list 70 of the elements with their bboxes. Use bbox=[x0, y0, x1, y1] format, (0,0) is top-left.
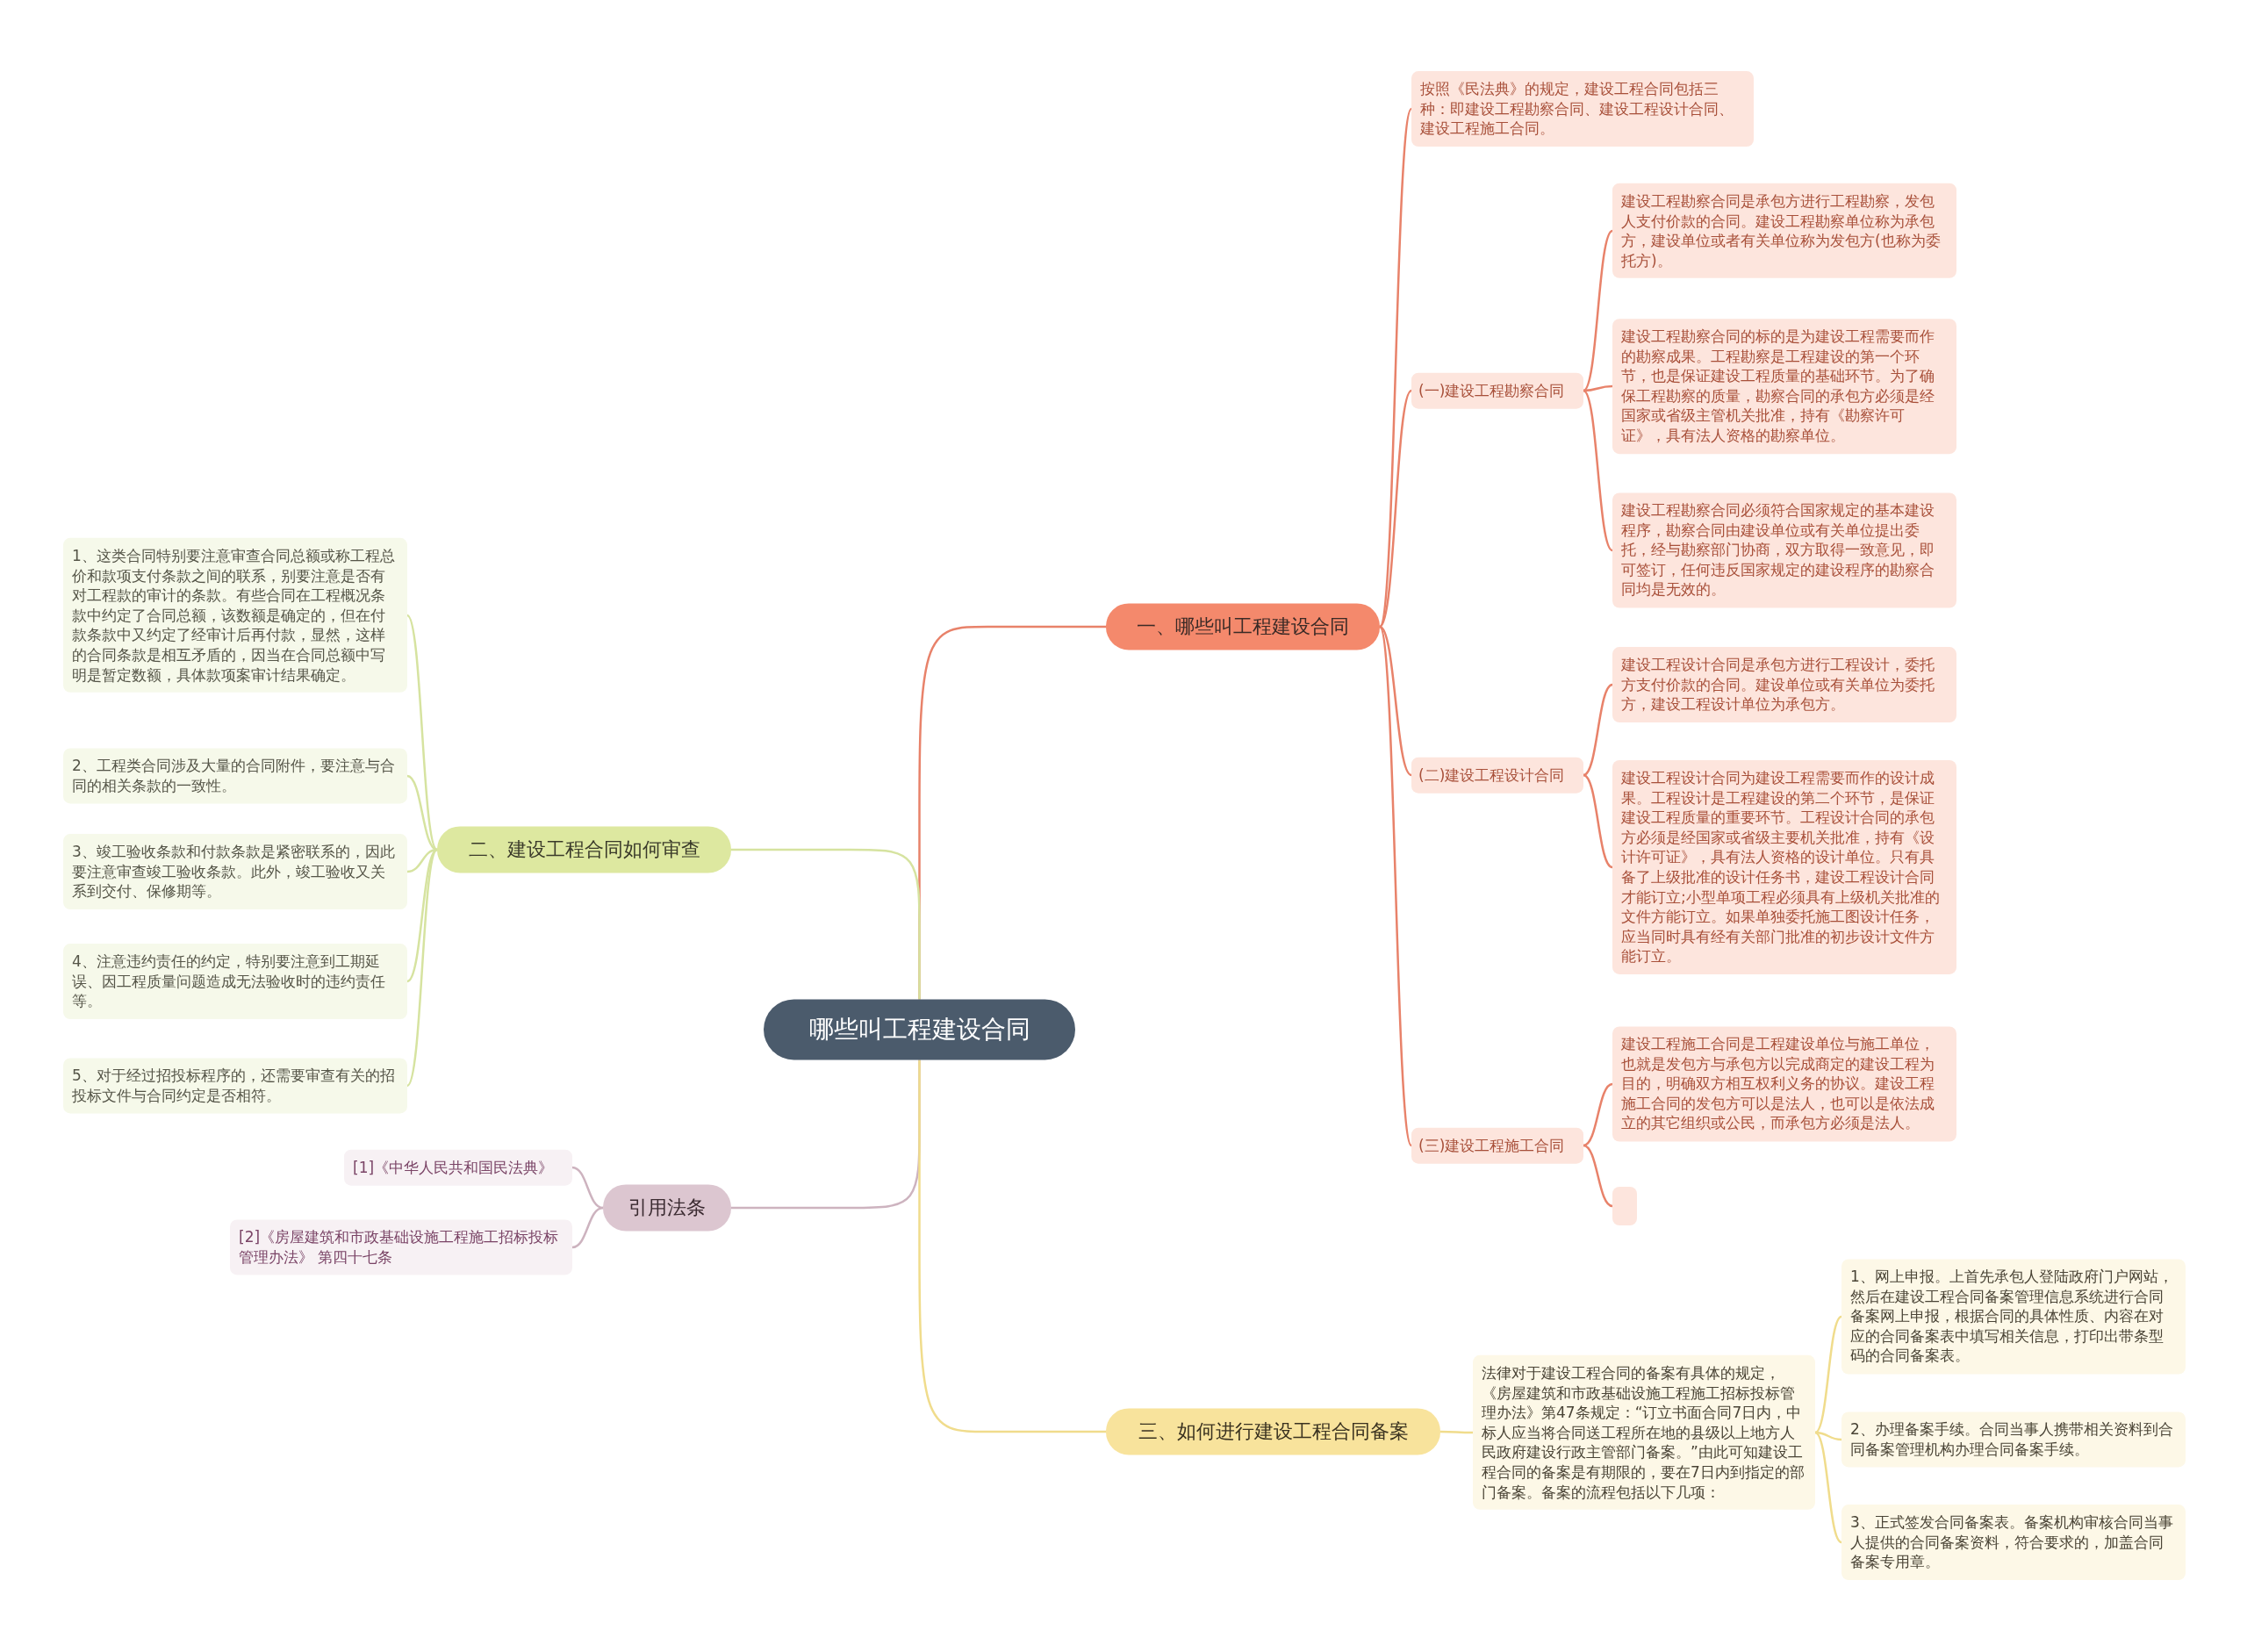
connector bbox=[1583, 683, 1613, 777]
note-text: 建设工程勘察合同的标的是为建设工程需要而作的勘察成果。工程勘察是工程建设的第一个环节，也是保证建设工程质量的基础环节。为了确保工程勘察的质量，勘察合同的承包方必须是经国家或省级主管机关批准，持有《勘察许可证》，具有法人资格的勘察单位。 bbox=[1621, 327, 1935, 446]
box-placeholder bbox=[1612, 1187, 1637, 1225]
reference-card bbox=[230, 1219, 572, 1275]
connector bbox=[1814, 1316, 1842, 1433]
connector bbox=[1583, 384, 1613, 392]
topic-label: 一、哪些叫工程建设合同 bbox=[1136, 614, 1350, 640]
connector bbox=[1378, 108, 1413, 628]
note-text: 建设工程设计合同是承包方进行工程设计，委托方支付价款的合同。建设单位或有关单位为委托方，建设工程设计单位为承包方。 bbox=[1621, 655, 1935, 715]
note-card bbox=[1612, 1026, 1956, 1142]
connector bbox=[1378, 626, 1413, 1146]
note-text: 建设工程勘察合同必须符合国家规定的基本建设程序，勘察合同由建设单位或有关单位提出委托，经与勘察部门协商，双方取得一致意见，即可签订，任何违反国家规定的建设程序的勘察合同均是无效的。 bbox=[1621, 500, 1935, 600]
note-card bbox=[1411, 71, 1754, 147]
branch-topic bbox=[437, 826, 731, 873]
note-text: 5、对于经过招投标程序的，还需要审查有关的招投标文件与合同约定是否相符。 bbox=[72, 1066, 396, 1106]
note-card bbox=[1612, 183, 1956, 279]
connector bbox=[1583, 1144, 1613, 1208]
topic-label: 引用法条 bbox=[628, 1196, 707, 1221]
note-text: 建设工程勘察合同是承包方进行工程勘察，发包人支付价款的合同。建设工程勘察单位称为承包方，建设单位或者有关单位称为发包方(也称为委托方)。 bbox=[1621, 190, 1942, 271]
connector bbox=[1379, 626, 1412, 776]
connector bbox=[1583, 390, 1613, 551]
note-text: 2、办理备案手续。合同当事人携带相关资料到合同备案管理机构办理合同备案手续。 bbox=[1850, 1419, 2174, 1460]
connector bbox=[406, 849, 438, 1087]
topic-label: 二、建设工程合同如何审查 bbox=[467, 837, 701, 863]
note-text: [1]《中华人民共和国民法典》 bbox=[353, 1157, 555, 1178]
note-card bbox=[1612, 319, 1956, 454]
connector bbox=[571, 1206, 604, 1249]
connector bbox=[1583, 773, 1613, 869]
note-text: [2]《房屋建筑和市政基础设施工程施工招标投标管理办法》 第四十七条 bbox=[239, 1227, 560, 1268]
note-card bbox=[1841, 1259, 2186, 1375]
connector bbox=[1583, 1082, 1613, 1147]
connector bbox=[1379, 390, 1412, 628]
topic-label: 三、如何进行建设工程合同备案 bbox=[1137, 1419, 1410, 1445]
branch-topic bbox=[1106, 603, 1380, 650]
note-card bbox=[63, 834, 407, 909]
note-card bbox=[63, 748, 407, 804]
connector bbox=[1583, 230, 1613, 391]
note-card bbox=[1612, 492, 1956, 608]
note-text: 3、竣工验收条款和付款条款是紧密联系的，因此要注意审查竣工验收条款。此外，竣工验收又关系到交付、保修期等。 bbox=[72, 842, 396, 901]
subtopic bbox=[1411, 1127, 1583, 1164]
subtopic bbox=[1411, 757, 1583, 794]
topic-label: (一)建设工程勘察合同 bbox=[1418, 380, 1566, 401]
connector bbox=[731, 848, 921, 1000]
connector bbox=[1814, 1432, 1842, 1543]
connector bbox=[571, 1166, 604, 1210]
topic-label: (二)建设工程设计合同 bbox=[1418, 765, 1566, 786]
connector bbox=[406, 614, 438, 851]
connector bbox=[1440, 1430, 1473, 1434]
note-text: 3、正式签发合同备案表。备案机构审核合同当事人提供的合同备案资料，符合要求的，加盖合同备案专用章。 bbox=[1850, 1512, 2174, 1572]
note-card bbox=[1612, 647, 1956, 722]
note-card bbox=[1841, 1411, 2186, 1468]
note-card bbox=[63, 1058, 407, 1114]
connector bbox=[918, 1059, 1106, 1433]
note-card bbox=[1841, 1505, 2186, 1580]
note-text: 建设工程施工合同是工程建设单位与施工单位，也就是发包方与承包方以完成商定的建设工程为目的，明确双方相互权利义务的协议。建设工程施工合同的发包方可以是法人，也可以是依法成立的其它组织或公民，而承包方必须是法人。 bbox=[1621, 1034, 1935, 1134]
note-text: 2、工程类合同涉及大量的合同附件，要注意与合同的相关条款的一致性。 bbox=[72, 756, 396, 796]
topic-label: 哪些叫工程建设合同 bbox=[808, 1014, 1031, 1046]
topic-label: (三)建设工程施工合同 bbox=[1418, 1135, 1566, 1156]
note-text: 法律对于建设工程合同的备案有具体的规定，《房屋建筑和市政基础设施工程施工招标投标管理办法》第47条规定：“订立书面合同7日内，中标人应当将合同送工程所在地的县级以上地方人民政府建设行政主管部门备案。”由此可知建设工程合同的备案是有期限的，要在7日内到指定的部门备案。备案的流程包括以下几项： bbox=[1482, 1362, 1805, 1503]
note-text: 4、注意违约责任的约定，特别要注意到工期延误、因工程质量问题造成无法验收时的违约责任等。 bbox=[72, 952, 386, 1011]
branch-topic bbox=[1106, 1408, 1440, 1455]
note-text: 建设工程设计合同为建设工程需要而作的设计成果。工程设计是工程建设的第二个环节，是保证建设工程质量的重要环节。工程设计合同的承包方必须是经国家或省级主要机关批准，持有《设计许可证》，具有法人资格的设计单位。只有具备了上级批准的设计任务书，建设工程设计合同才能订立;小型单项工程必须具有上级机关批准的文件方能订立。如果单独委托施工图设计任务，应当同时具有经有关部门批准的初步设计文件方能订立。 bbox=[1621, 767, 1941, 967]
note-text: 1、这类合同特别要注意审查合同总额或称工程总价和款项支付条款之间的联系，别要注意是否有对工程款的审计的条款。有些合同在工程概况条款中约定了合同总额，该数额是确定的，但在付款条款中又约定了经审计后再付款，显然，这样的合同条款是相互矛盾的，因当在合同总额中写明是暂定数额，具体款项案审计结果确定。 bbox=[72, 545, 396, 686]
note-text: 按照《民法典》的规定，建设工程合同包括三种：即建设工程勘察合同、建设工程设计合同、建设工程施工合同。 bbox=[1420, 79, 1734, 139]
note-card bbox=[63, 537, 407, 693]
note-text: 1、网上申报。上首先承包人登陆政府门户网站，然后在建设工程合同备案管理信息系统进行合同备案网上申报，根据合同的具体性质、内容在对应的合同备案表中填写相关信息，打印出带条型码的合同备案表。 bbox=[1850, 1267, 2174, 1367]
note-card bbox=[63, 944, 407, 1019]
subtopic bbox=[1411, 372, 1583, 409]
reference-card bbox=[344, 1149, 572, 1186]
branch-topic bbox=[603, 1184, 731, 1232]
